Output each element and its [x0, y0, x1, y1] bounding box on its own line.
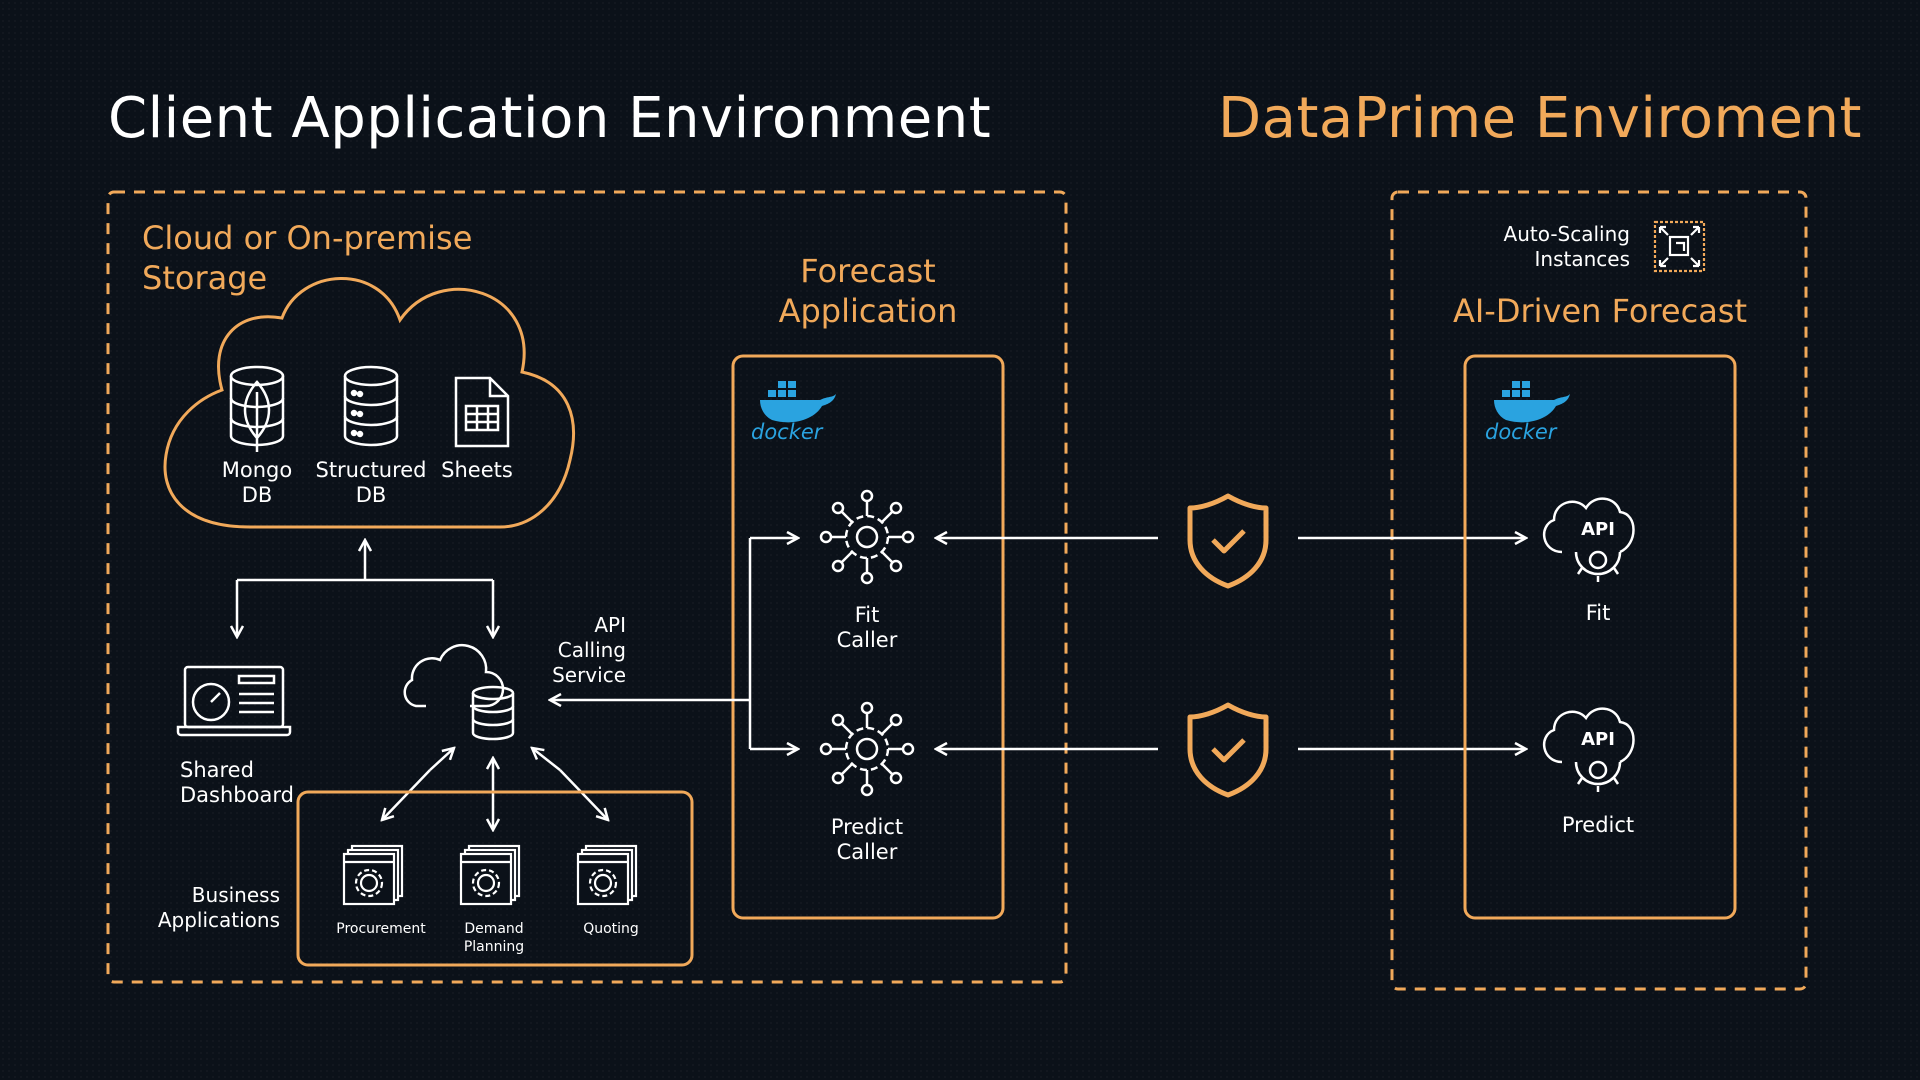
mongo-db-label-line1: Mongo: [221, 458, 293, 482]
demand-planning-label-line1: Demand: [464, 921, 524, 937]
api-predict-text: API: [1581, 729, 1615, 750]
structured-db-label: Structured DB: [306, 458, 436, 508]
quoting-label: Quoting: [561, 920, 661, 938]
shared-dashboard-line1: Shared: [180, 758, 254, 782]
api-calling-service-line1: API Calling: [557, 613, 626, 662]
api-fit-text: API: [1581, 519, 1615, 540]
procurement-label: Procurement: [320, 920, 442, 938]
demand-planning-label: Demand Planning: [444, 920, 544, 956]
storage-title: Cloud or On-premise Storage: [142, 218, 472, 298]
business-arrows: [382, 748, 608, 830]
ai-forecast-box: [1463, 354, 1737, 920]
quoting-icon: [576, 844, 638, 906]
mongo-db-label: Mongo DB: [207, 458, 307, 508]
sheets-label-line1: Sheets: [441, 458, 513, 482]
forecast-app-box: [731, 354, 1005, 920]
storage-cloud: [163, 277, 575, 529]
forecast-app-title: Forecast Application: [733, 251, 1003, 331]
autoscaling-label: Auto-Scaling Instances: [1468, 222, 1630, 272]
shield-icon-predict: [1187, 702, 1269, 798]
demand-planning-icon: [459, 844, 521, 906]
procurement-label-line1: Procurement: [336, 921, 426, 937]
fit-caller-label: Fit Caller: [800, 603, 934, 653]
docker-logo-right: [1494, 381, 1570, 423]
shared-dashboard-label: Shared Dashboard: [180, 758, 294, 808]
docker-text-left: docker: [751, 420, 823, 444]
client-env-box: [106, 190, 1068, 984]
business-apps-label-line1: Business: [191, 883, 280, 907]
docker-logo-left: [760, 381, 836, 423]
mongo-db-label-line2: DB: [241, 483, 273, 507]
shield-icon-fit: [1187, 493, 1269, 589]
procurement-icon: [342, 844, 404, 906]
api-fit-icon: [1542, 497, 1635, 582]
sheets-icon: [454, 376, 510, 448]
forecast-app-title-line1: Forecast: [800, 252, 936, 290]
fit-caller-line2: Caller: [836, 628, 898, 652]
storage-connectors: [237, 540, 493, 637]
storage-title-line2: Storage: [142, 259, 268, 297]
demand-planning-label-line2: Planning: [463, 939, 525, 955]
fit-caller-line1: Fit: [854, 603, 880, 627]
docker-text-right: docker: [1485, 420, 1557, 444]
dataprime-env-box: [1390, 190, 1808, 991]
api-predict-icon: [1542, 707, 1635, 792]
predict-caller-hub-icon: [819, 701, 915, 797]
predict-caller-label: Predict Caller: [800, 815, 934, 865]
autoscaling-icon: [1653, 220, 1706, 273]
predict-label: Predict: [1561, 813, 1635, 837]
dashboard-icon: [176, 665, 292, 737]
shared-dashboard-line2: Dashboard: [180, 783, 294, 807]
api-calling-service-label: API Calling Service: [520, 613, 626, 688]
api-calling-service-line2: Service: [552, 663, 626, 687]
dataprime-env-title: DataPrime Enviroment: [1218, 86, 1862, 151]
forecast-connectors: [550, 538, 1526, 749]
fit-label: Fit: [1585, 601, 1611, 625]
cloud-database-icon: [403, 643, 515, 741]
database-icon: [343, 365, 399, 447]
autoscaling-label-line2: Instances: [1534, 247, 1631, 271]
forecast-app-title-line2: Application: [778, 292, 958, 330]
ai-forecast-title: AI-Driven Forecast: [1452, 292, 1748, 330]
predict-caller-line2: Caller: [836, 840, 898, 864]
business-apps-label: Business Applications: [140, 883, 280, 933]
predict-caller-line1: Predict: [830, 815, 904, 839]
business-apps-box: [296, 790, 694, 967]
client-env-title: Client Application Environment: [108, 86, 992, 151]
mongodb-icon: [229, 365, 285, 452]
quoting-label-line1: Quoting: [583, 921, 639, 937]
structured-db-label-line2: DB: [355, 483, 387, 507]
storage-title-line1: Cloud or On-premise: [142, 219, 473, 257]
structured-db-label-line1: Structured: [315, 458, 427, 482]
business-apps-label-line2: Applications: [157, 908, 280, 932]
fit-caller-hub-icon: [819, 489, 915, 585]
sheets-label: Sheets: [432, 458, 522, 483]
autoscaling-label-line1: Auto-Scaling: [1503, 222, 1630, 246]
